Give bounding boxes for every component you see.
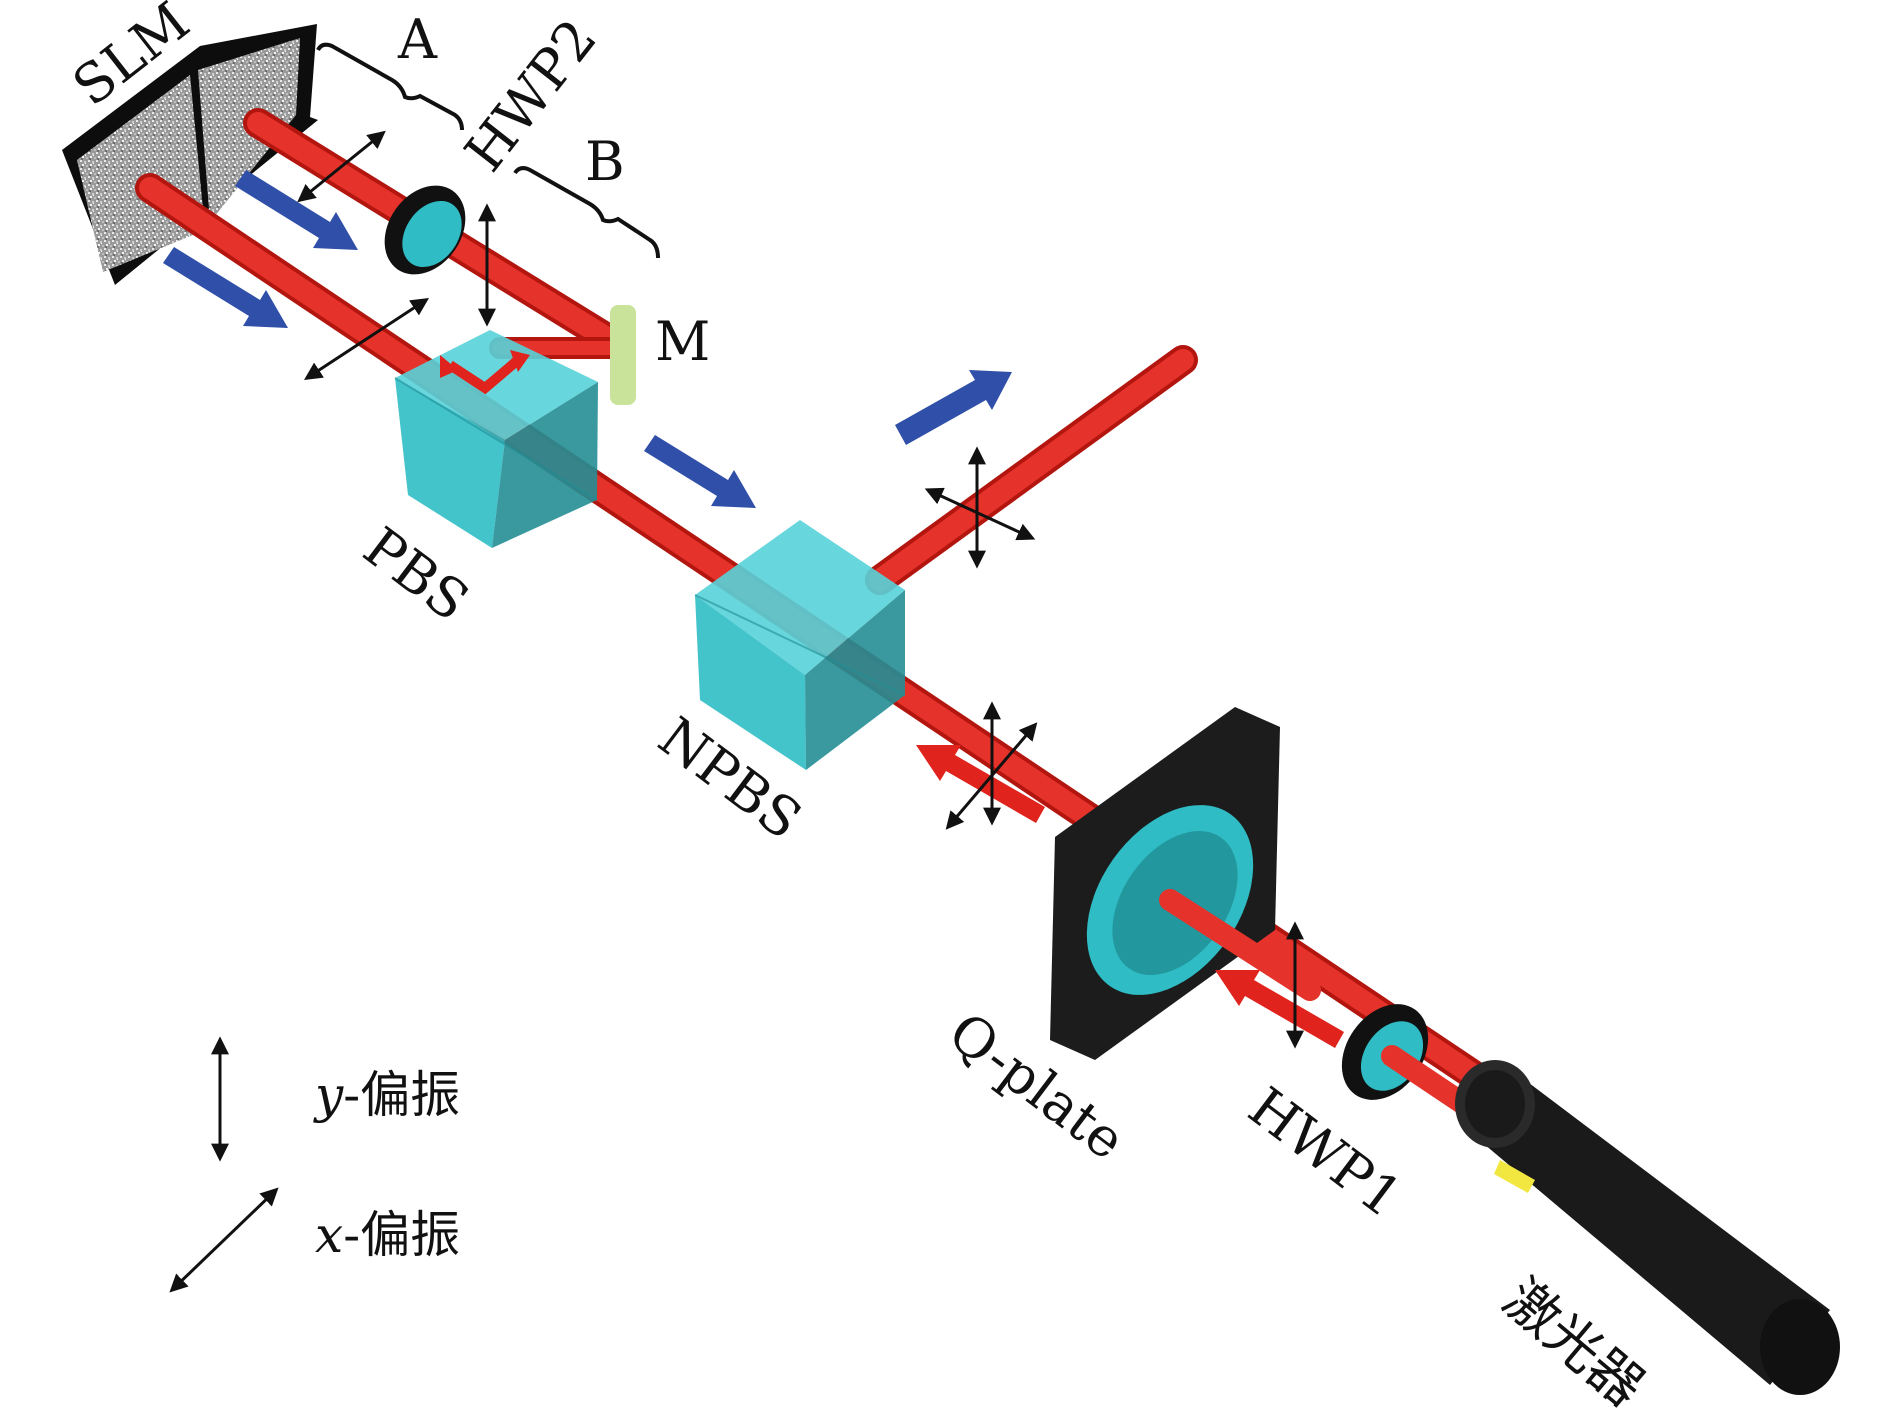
pbs-cube	[394, 330, 598, 548]
legend-x-symbol: x	[315, 1206, 343, 1264]
label-pbs: PBS	[352, 515, 480, 633]
svg-text:x-偏振: x-偏振	[315, 1206, 460, 1264]
label-mirror: M	[655, 310, 710, 373]
brace-a	[316, 42, 464, 131]
legend: y-偏振 x-偏振	[169, 1036, 460, 1293]
blue-arrow-upper	[235, 170, 358, 250]
x-pol-arrow-npbs	[945, 722, 1038, 830]
laser-marker	[1494, 1160, 1535, 1193]
svg-text:y-偏振: y-偏振	[313, 1066, 460, 1124]
npbs-cube	[694, 520, 906, 770]
blue-arrow-middle	[644, 435, 756, 508]
blue-arrow-lower	[163, 247, 288, 328]
red-arrow-hwp1	[1215, 970, 1344, 1048]
blue-arrow-output	[895, 370, 1012, 445]
legend-x-text: -偏振	[343, 1206, 460, 1264]
legend-y-symbol: y	[313, 1066, 344, 1124]
hwp2-plate	[384, 185, 466, 275]
label-hwp1: HWP1	[1237, 1075, 1413, 1230]
polarization-arrows	[297, 130, 1304, 1049]
legend-y-text: -偏振	[343, 1066, 460, 1124]
x-pol-arrow-output	[924, 487, 1036, 541]
label-a: A	[397, 8, 438, 71]
laser-device	[1455, 1060, 1840, 1395]
legend-x-arrow	[169, 1187, 279, 1293]
brace-b	[513, 166, 660, 259]
label-b: B	[585, 130, 625, 193]
x-pol-arrow-slm-lower	[303, 298, 430, 380]
direction-arrows-blue	[163, 170, 1012, 508]
x-pol-arrow-slm-upper	[297, 130, 386, 203]
label-laser: 激光器	[1492, 1267, 1657, 1418]
braces	[316, 42, 660, 259]
mirror-m	[610, 305, 636, 405]
pbs-reflection-arrow	[447, 356, 522, 395]
